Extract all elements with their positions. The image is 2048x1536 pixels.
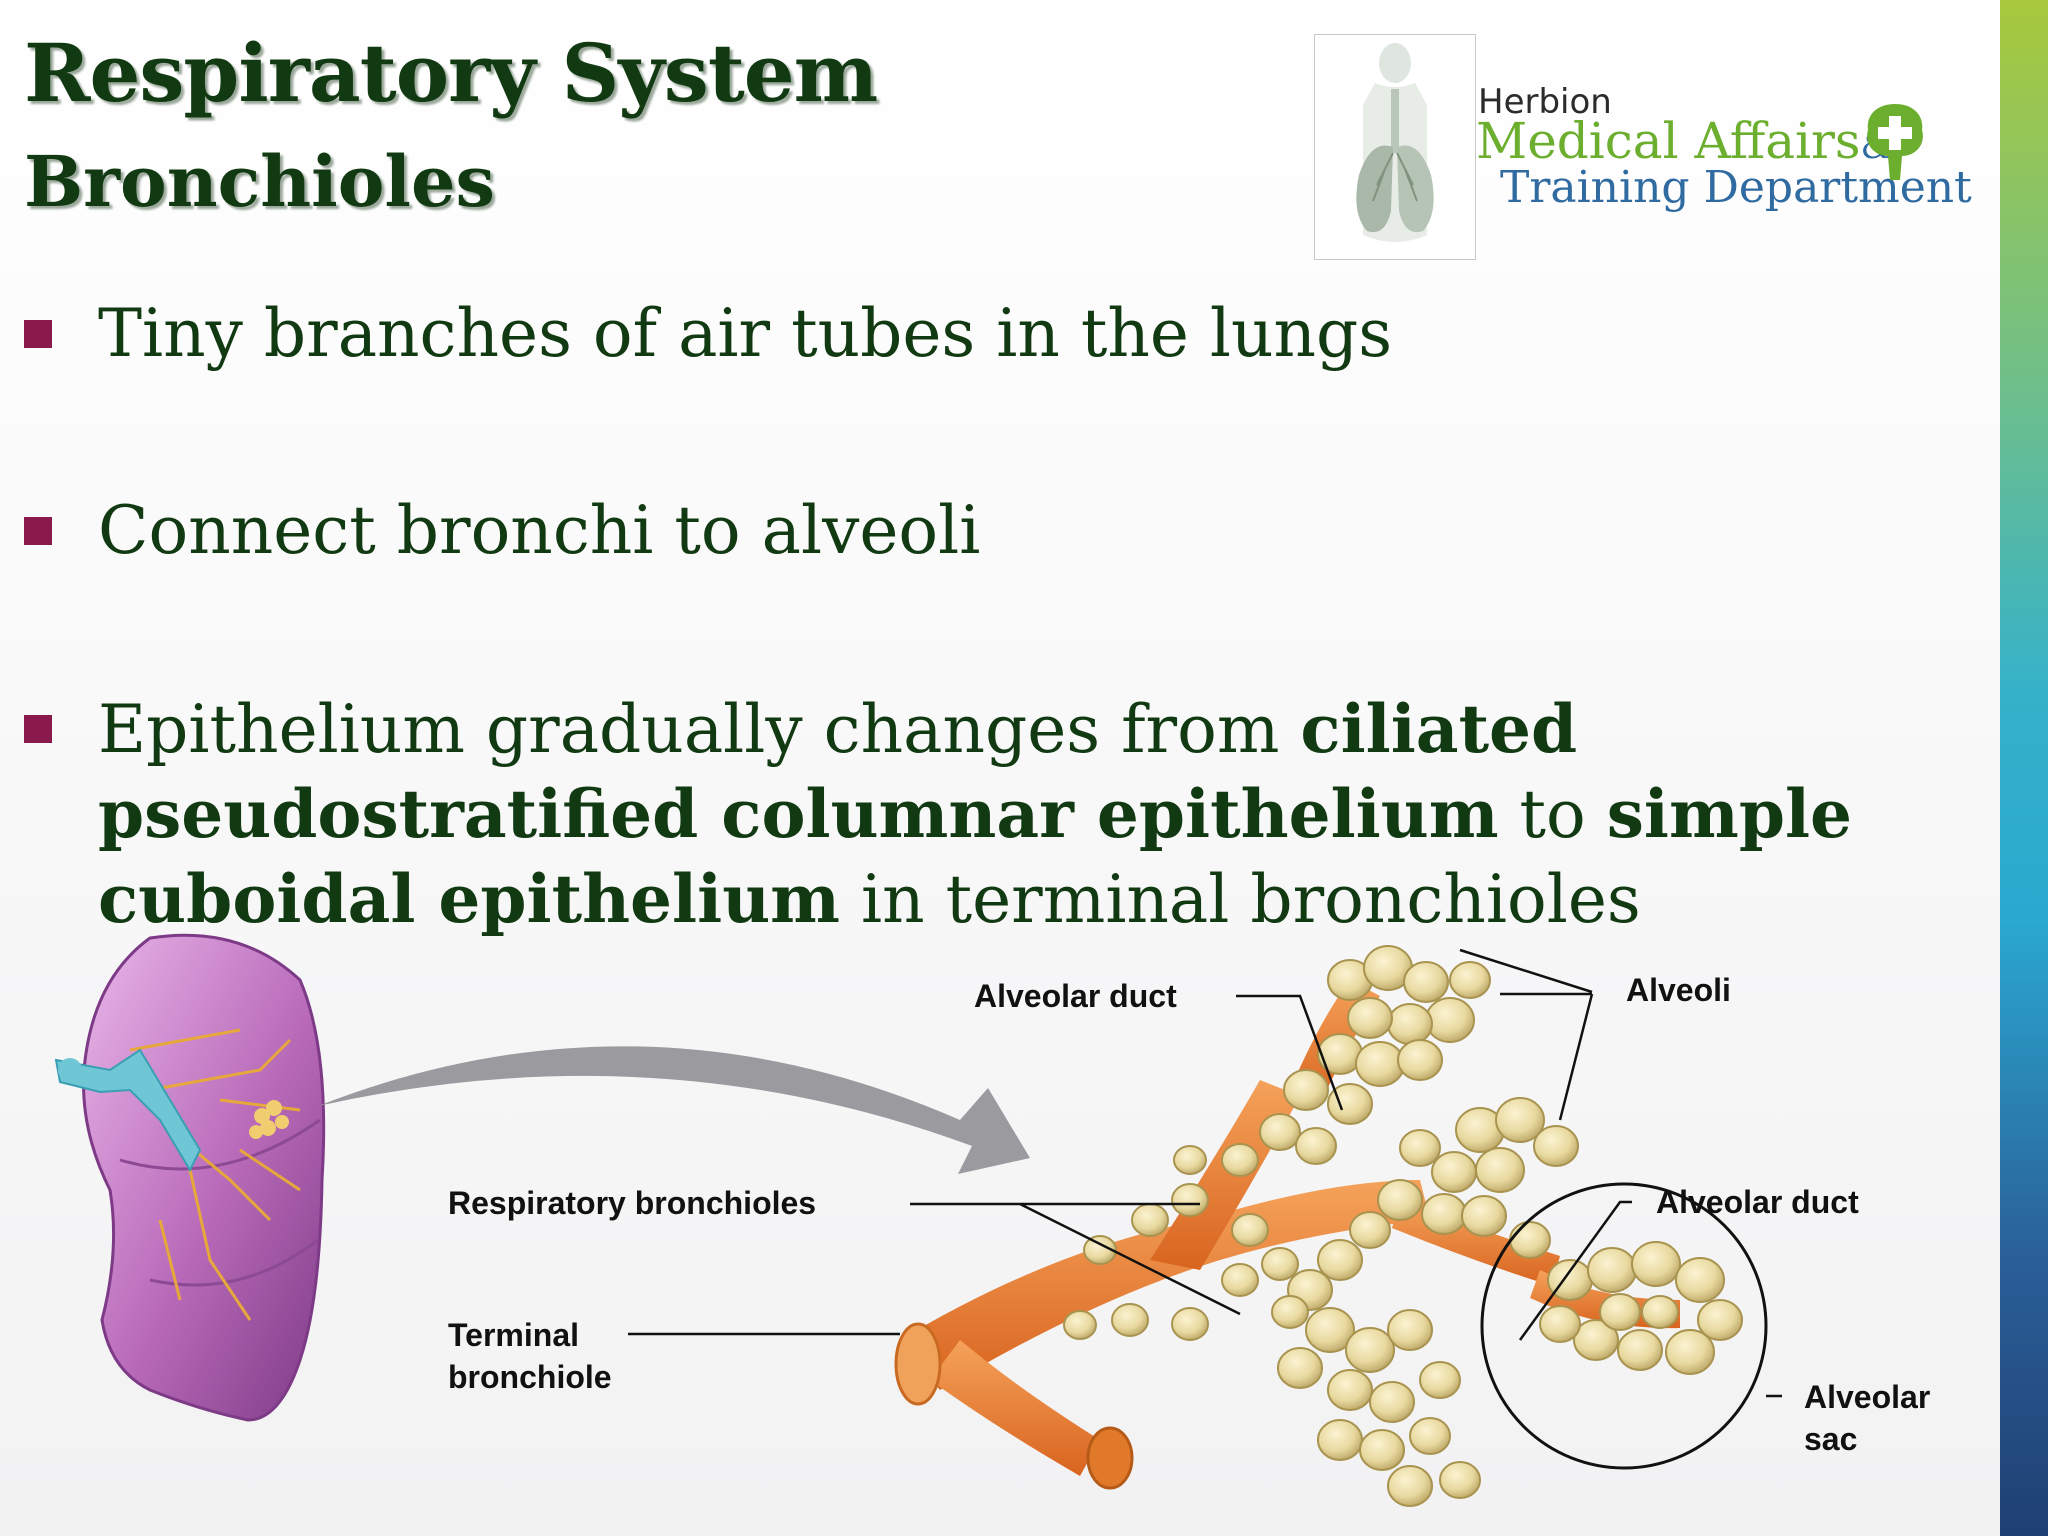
bullet-marker xyxy=(24,320,52,348)
bullet-marker xyxy=(24,517,52,545)
lungs-silhouette-icon xyxy=(1314,34,1476,260)
label-alveolar-duct-top: Alveolar duct xyxy=(974,978,1177,1014)
bullet-bold-term: ciliated pseudostratified columnar epith… xyxy=(98,690,1578,853)
bullet-text-part: to xyxy=(1498,776,1607,853)
bullet-bold-term: simple cuboidal epithelium xyxy=(98,775,1853,938)
decorative-gradient-bar xyxy=(2000,0,2048,1536)
arrow-icon xyxy=(318,1046,1030,1174)
slide-subtitle: Bronchioles xyxy=(24,140,495,223)
bronchiole-illustration: Alveolar duct Alveoli Respiratory bronch… xyxy=(54,933,1930,1507)
leader-lines xyxy=(628,948,1782,1398)
herbion-logo: Herbion Medical Affairs& Training Depart… xyxy=(1314,34,1972,260)
label-terminal-bronchiole-line1: Terminal xyxy=(448,1317,579,1353)
alveoli-clusters xyxy=(1063,945,1743,1507)
label-alveolar-sac-line1: Alveolar xyxy=(1804,1379,1930,1415)
bronchiole-tree xyxy=(894,980,1680,1490)
alveolar-sac-highlight xyxy=(1480,1182,1768,1470)
label-alveoli: Alveoli xyxy=(1626,972,1731,1008)
bullet-marker xyxy=(24,715,52,743)
logo-brand: Herbion xyxy=(1478,82,1612,122)
label-alveolar-sac-line2: sac xyxy=(1804,1421,1857,1457)
tree-cross-icon xyxy=(1867,104,1923,180)
bullet-text: Epithelium gradually changes from ciliat… xyxy=(98,687,1918,942)
label-respiratory-bronchioles: Respiratory bronchioles xyxy=(448,1185,816,1221)
lung-icon xyxy=(54,933,326,1422)
bullet-text: Tiny branches of air tubes in the lungs xyxy=(98,295,1393,372)
label-terminal-bronchiole-line2: bronchiole xyxy=(448,1359,612,1395)
slide-title: Respiratory System xyxy=(24,26,878,120)
logo-line1: Medical Affairs& xyxy=(1476,112,1891,170)
bullet-text-part: Epithelium gradually changes from xyxy=(98,691,1301,768)
logo-line1-text: Medical Affairs xyxy=(1476,112,1861,170)
bullet-text: Connect bronchi to alveoli xyxy=(98,492,981,569)
bullet-text-part: in terminal bronchioles xyxy=(840,861,1641,938)
label-alveolar-duct-right: Alveolar duct xyxy=(1656,1184,1859,1220)
